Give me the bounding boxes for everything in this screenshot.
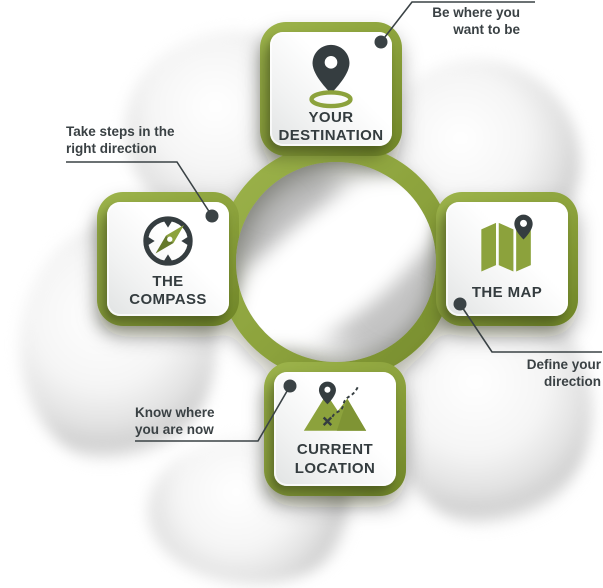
callout-your-destination: Be where you want to be xyxy=(432,5,520,37)
callout-the-map: Define your direction xyxy=(526,357,601,389)
mountains-pin-icon xyxy=(301,379,369,441)
card-title: CURRENT LOCATION xyxy=(294,441,376,477)
card-current-location: CURRENT LOCATION xyxy=(274,372,396,486)
card-your-destination: YOUR DESTINATION xyxy=(270,32,392,146)
callout-current-location: Know where you are now xyxy=(135,405,215,437)
map-icon xyxy=(474,209,540,279)
callout-the-compass: Take steps in the right direction xyxy=(66,124,175,156)
card-the-compass: THE COMPASS xyxy=(107,202,229,316)
destination-pin-icon xyxy=(296,39,366,109)
card-the-map: THE MAP xyxy=(446,202,568,316)
card-title: THE COMPASS xyxy=(129,273,207,309)
card-title: THE MAP xyxy=(471,284,543,302)
card-title: YOUR DESTINATION xyxy=(278,109,384,145)
compass-icon xyxy=(136,209,200,273)
center-hole xyxy=(236,162,436,362)
